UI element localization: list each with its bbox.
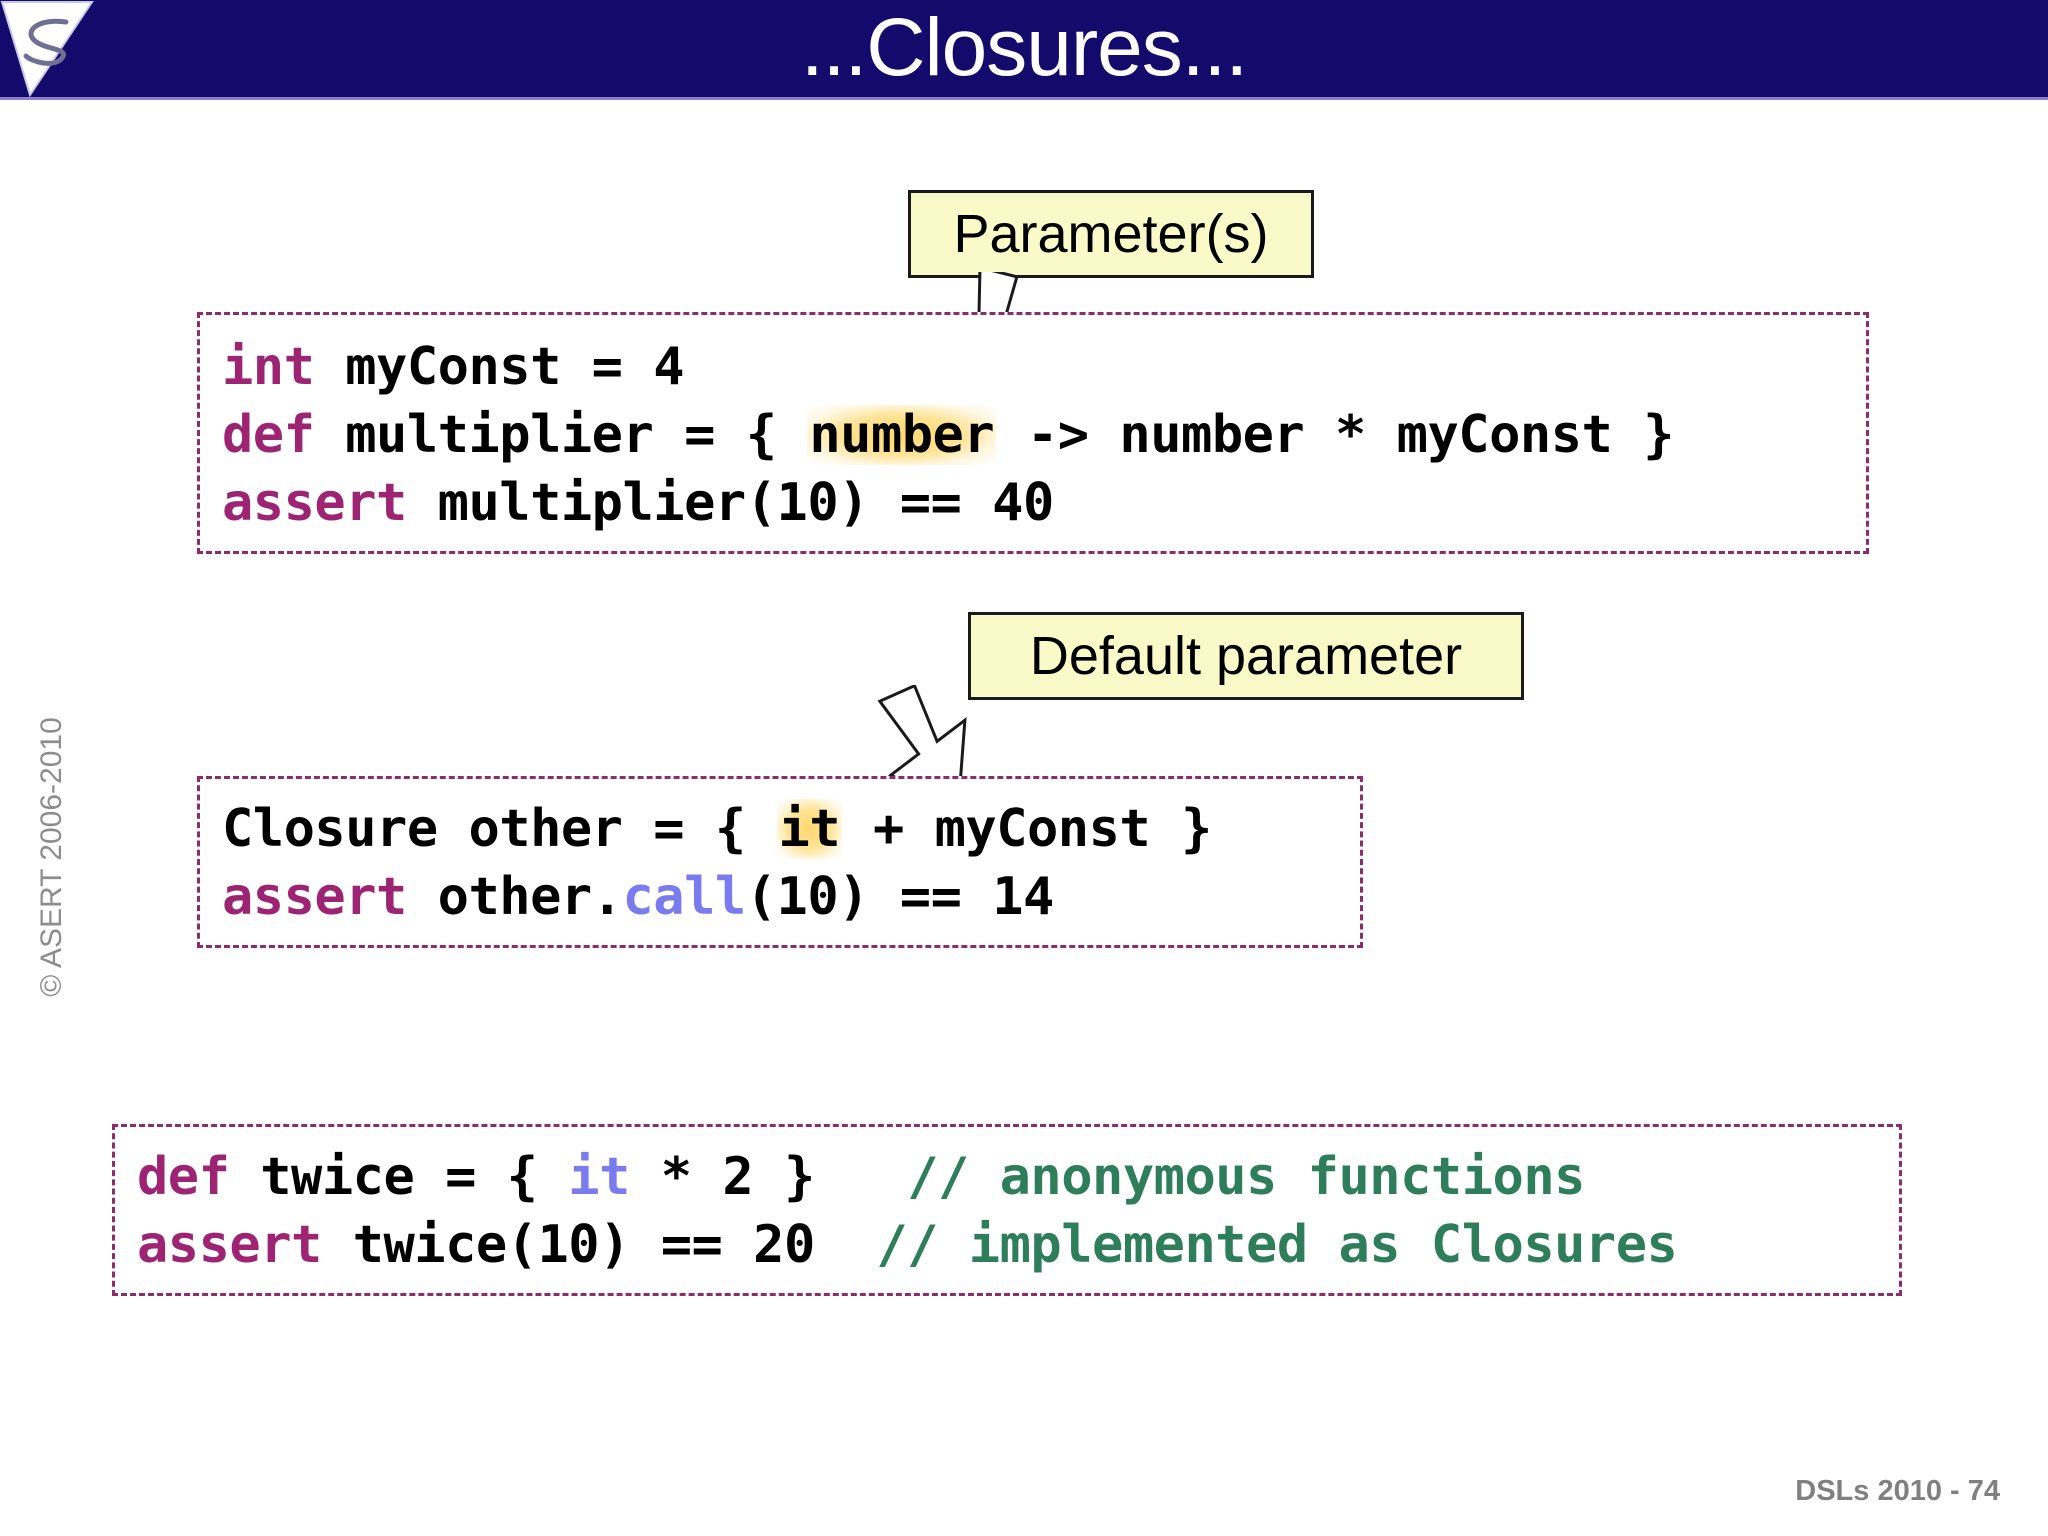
code-token: twice = { [229, 1147, 569, 1207]
code-line: def twice = { it * 2 } // anonymous func… [137, 1143, 1899, 1211]
code-token: def [137, 1147, 230, 1207]
callout-parameters: Parameter(s) [908, 190, 1314, 278]
code-token: other. [406, 867, 623, 927]
code-token: (10) == 14 [745, 867, 1055, 927]
callout-default-parameter: Default parameter [968, 612, 1524, 700]
code-token: Closure other = { [222, 799, 777, 859]
code-line: assert twice(10) == 20 // implemented as… [137, 1211, 1899, 1279]
code-line: assert other.call(10) == 14 [222, 863, 1360, 931]
code-token: multiplier = { [314, 405, 808, 465]
code-token: assert [137, 1215, 322, 1275]
slide-footer: DSLs 2010 - 74 [1795, 1475, 2000, 1507]
code-token: it [568, 1147, 630, 1207]
code-block-closure-other: Closure other = { it + myConst }assert o… [197, 776, 1363, 948]
highlighted-token: number [807, 405, 997, 465]
copyright-notice: © ASERT 2006-2010 [35, 717, 68, 997]
code-line: assert multiplier(10) == 40 [222, 469, 1866, 537]
code-token: twice(10) == 20 [321, 1215, 877, 1275]
code-token: def [222, 405, 315, 465]
code-token: * 2 } [629, 1147, 908, 1207]
code-token: multiplier(10) == 40 [406, 473, 1055, 533]
code-block-closure-twice: def twice = { it * 2 } // anonymous func… [112, 1124, 1902, 1296]
code-token: + myConst } [842, 799, 1212, 859]
code-token: assert [222, 867, 407, 927]
code-token: // implemented as Closures [876, 1215, 1678, 1275]
code-token: // anonymous functions [907, 1147, 1585, 1207]
slide-title-bar: ...Closures... [0, 0, 2048, 100]
code-line: Closure other = { it + myConst } [222, 795, 1360, 863]
highlighted-token: it [776, 799, 843, 859]
code-token: -> number * myConst } [996, 405, 1674, 465]
code-line: def multiplier = { number -> number * my… [222, 401, 1866, 469]
code-token: int [222, 337, 315, 397]
page-title: ...Closures... [800, 2, 1248, 93]
code-token: assert [222, 473, 407, 533]
code-line: int myConst = 4 [222, 333, 1866, 401]
asert-triangle-logo [0, 1, 94, 98]
code-token: myConst = 4 [314, 337, 685, 397]
code-token: call [622, 867, 747, 927]
